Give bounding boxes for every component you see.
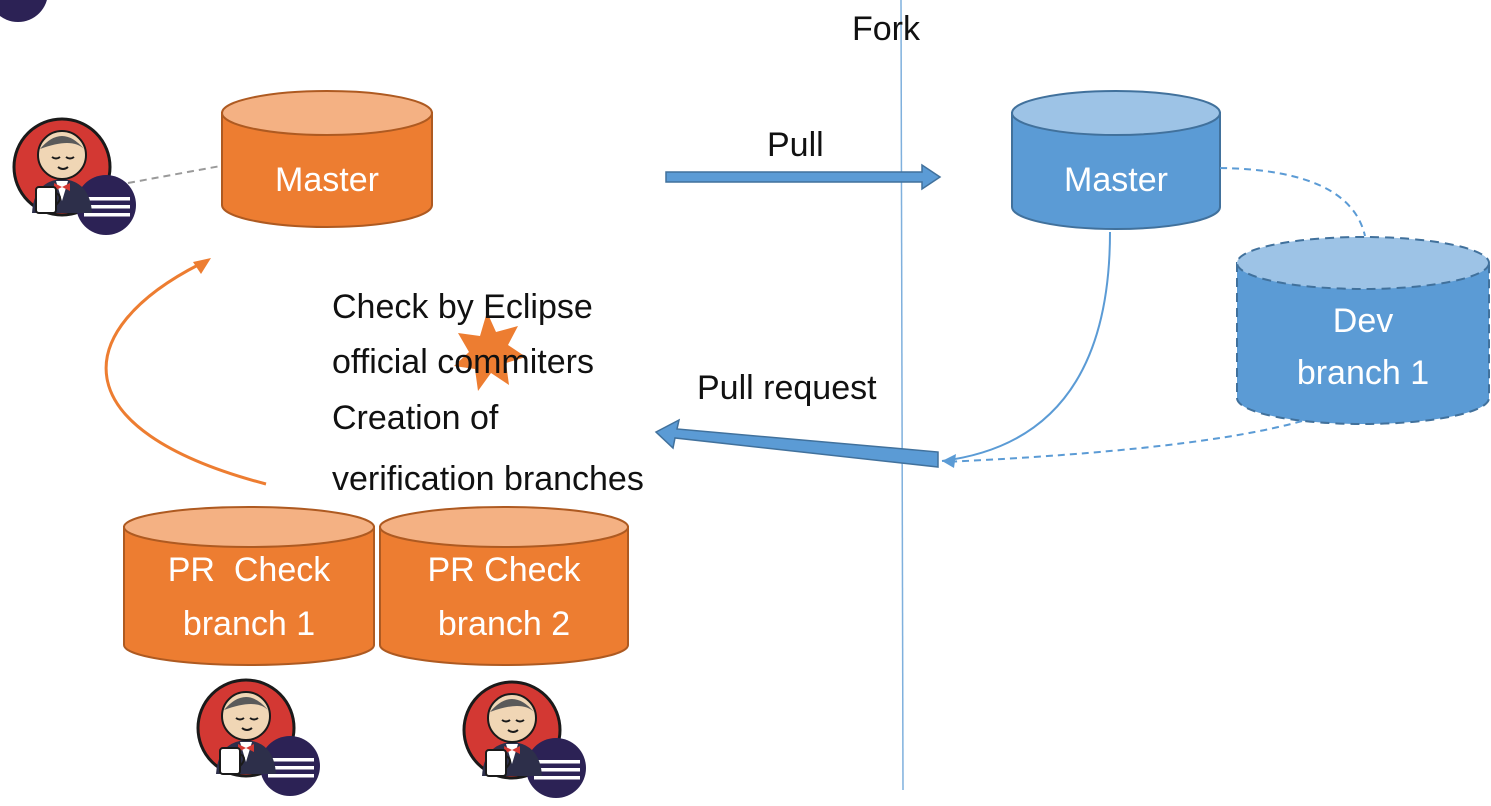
dev-branch-cylinder — [1236, 236, 1490, 425]
upstream-master-label: Master — [275, 161, 379, 199]
fork-master-to-pr-curve — [941, 231, 1111, 462]
pr-branch-1-line-2: branch 1 — [182, 605, 316, 643]
pull-request-label: Pull request — [697, 369, 877, 407]
pull-label: Pull — [767, 126, 824, 164]
pull-arrow — [665, 163, 942, 191]
jenkins-master-icon — [12, 117, 138, 237]
eclipse-logo-icon — [0, 0, 47, 22]
dev-branch-line-2: branch 1 — [1296, 354, 1430, 392]
fork-master-label: Master — [1064, 161, 1168, 199]
jenkins-branch-1-icon — [196, 678, 322, 798]
pr-curve-arrowhead — [942, 454, 956, 468]
jenkins-master-connector — [127, 164, 227, 184]
check-star-icon — [454, 312, 526, 391]
note-line-3: Creation of — [332, 399, 499, 437]
dev-to-pr-connector — [944, 420, 1303, 463]
note-line-4: verification branches — [332, 460, 644, 498]
pr-branch-1-line-1: PR Check — [167, 551, 331, 589]
note-line-2: official commiters — [332, 343, 594, 381]
master-dev-connector — [1219, 167, 1366, 237]
upstream-master-cylinder — [221, 90, 433, 228]
note-line-1: Check by Eclipse — [332, 288, 593, 326]
dev-branch-line-1: Dev — [1332, 302, 1394, 340]
fork-divider-line — [900, 0, 904, 791]
fork-label: Fork — [852, 10, 920, 48]
pr-check-branch-1-cylinder — [123, 506, 375, 666]
pr-branch-2-line-1: PR Check — [427, 551, 581, 589]
jenkins-branch-2-icon — [462, 680, 588, 800]
merge-back-arrowhead — [193, 258, 211, 274]
pull-request-arrow — [654, 418, 939, 468]
merge-back-arrow — [104, 262, 267, 486]
fork-master-cylinder — [1011, 90, 1221, 230]
pr-branch-2-line-2: branch 2 — [437, 605, 571, 643]
pr-check-branch-2-cylinder — [379, 506, 629, 666]
